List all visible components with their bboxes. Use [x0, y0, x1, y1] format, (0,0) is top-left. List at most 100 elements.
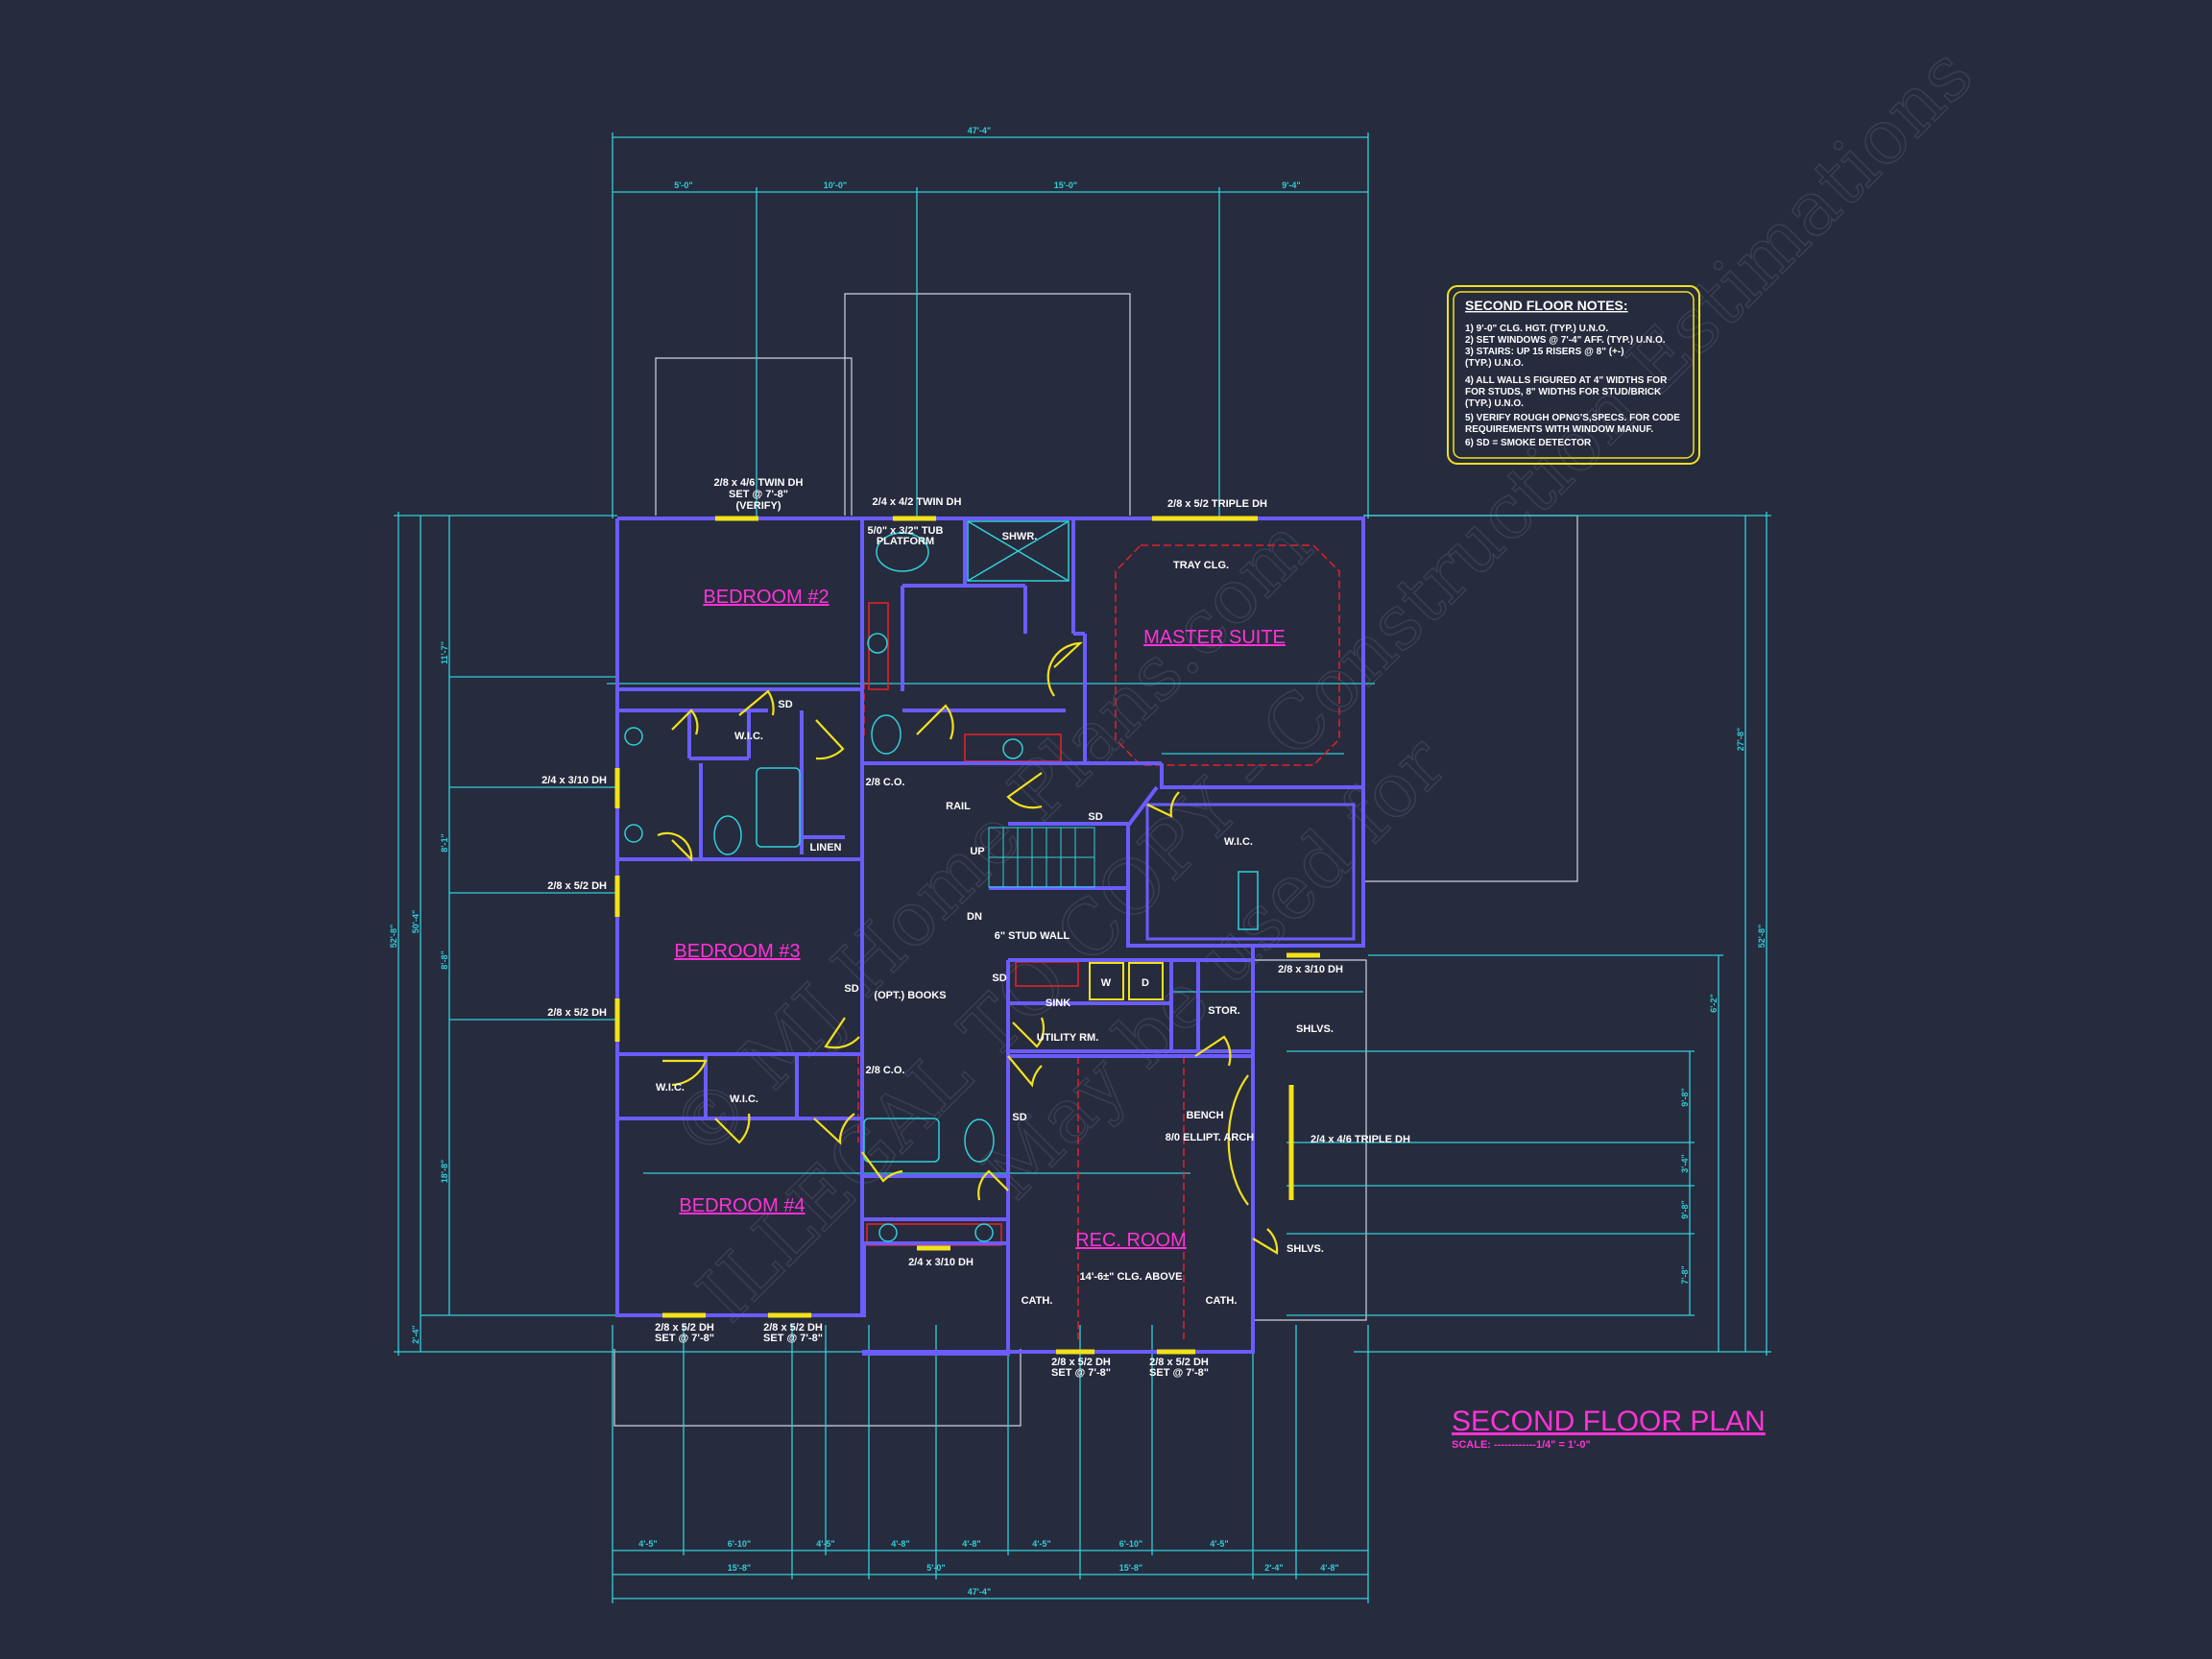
label-tray: TRAY CLG. [1173, 560, 1229, 571]
room-bedroom-4: BEDROOM #4 [679, 1195, 805, 1216]
label-wic-4: W.I.C. [730, 1094, 758, 1105]
fixtures [624, 520, 1259, 1242]
dim-left-4: 18'-8" [440, 1160, 449, 1183]
notes-line-4: (TYP.) U.N.O. [1465, 358, 1524, 369]
label-arch: 8/0 ELLIPT. ARCH [1166, 1132, 1255, 1143]
label-set-b4a: SET @ 7'-8" [655, 1333, 714, 1344]
label-stud-wall: 6" STUD WALL [995, 930, 1070, 942]
label-set-rec-b: SET @ 7'-8" [1149, 1367, 1209, 1379]
label-platform: PLATFORM [877, 536, 934, 547]
label-rail: RAIL [946, 801, 971, 812]
dim-bottom-2-5: 4'-8" [1320, 1563, 1338, 1573]
dim-bottom-1-2: 6'-10" [728, 1539, 751, 1549]
label-washer: W [1101, 977, 1112, 989]
dim-top-1: 5'-0" [674, 180, 692, 190]
label-win-b4b: 2/8 x 5/2 DH [763, 1322, 823, 1334]
label-win-l3: 2/8 x 5/2 DH [547, 1007, 607, 1019]
dim-right-7: 7'-8" [1680, 1265, 1690, 1284]
washer-dryer [1089, 962, 1164, 1000]
dim-bottom-2-4: 2'-4" [1264, 1563, 1283, 1573]
plan-title-block: SECOND FLOOR PLAN SCALE: ------------1/4… [1452, 1406, 1766, 1451]
dim-left-1: 11'-7" [440, 641, 449, 664]
label-stor: STOR. [1208, 1005, 1239, 1017]
label-books: (OPT.) BOOKS [874, 990, 946, 1001]
label-win-b2-set: SET @ 7'-8" [729, 489, 788, 500]
dim-right-2: 52'-8" [1757, 925, 1767, 948]
label-dryer: D [1142, 977, 1149, 989]
dim-bottom-1-3: 4'-5" [816, 1539, 834, 1549]
notes-line-10: 6) SD = SMOKE DETECTOR [1465, 438, 1592, 448]
label-win-b2: 2/8 x 4/6 TWIN DH [714, 477, 804, 489]
label-win-b4a: 2/8 x 5/2 DH [655, 1322, 714, 1334]
label-win-util: 2/8 x 3/10 DH [1278, 964, 1343, 975]
label-co-2: 2/8 C.O. [866, 1065, 905, 1076]
label-win-bath: 2/4 x 4/2 TWIN DH [873, 496, 962, 508]
dim-right-6: 9'-8" [1680, 1200, 1690, 1218]
second-floor-notes: SECOND FLOOR NOTES: 1) 9'-0" CLG. HGT. (… [1447, 285, 1700, 465]
dim-bottom-1-7: 6'-10" [1119, 1539, 1142, 1549]
label-set-rec-a: SET @ 7'-8" [1051, 1367, 1111, 1379]
label-win-rec-b: 2/8 x 5/2 DH [1149, 1357, 1209, 1368]
dim-left-7: 2'-4" [411, 1325, 421, 1343]
label-clg: 14'-6±" CLG. ABOVE [1080, 1271, 1183, 1283]
label-set-b4b: SET @ 7'-8" [763, 1333, 823, 1344]
dim-top-overall: 47'-4" [968, 126, 991, 135]
notes-title: SECOND FLOOR NOTES: [1465, 298, 1628, 313]
dim-top-2: 10'-0" [824, 180, 847, 190]
dim-bottom-1-6: 4'-5" [1032, 1539, 1050, 1549]
label-win-bath2: 2/4 x 3/10 DH [908, 1257, 974, 1268]
annotation-labels: 2/8 x 4/6 TWIN DH SET @ 7'-8" (VERIFY) 2… [541, 477, 1410, 1379]
room-bedroom-2: BEDROOM #2 [703, 587, 829, 608]
dim-right-1: 27'-8" [1736, 728, 1745, 751]
dim-right-3: 6'-2" [1709, 994, 1719, 1012]
stairs [988, 827, 1095, 888]
dim-bottom-1-8: 4'-5" [1210, 1539, 1228, 1549]
notes-line-9: REQUIREMENTS WITH WINDOW MANUF. [1465, 424, 1653, 435]
notes-line-7: (TYP.) U.N.O. [1465, 398, 1524, 409]
label-win-l1: 2/4 x 3/10 DH [541, 775, 607, 786]
label-win-master: 2/8 x 5/2 TRIPLE DH [1167, 498, 1267, 510]
dim-left-6: 50'-4" [411, 910, 421, 933]
dim-right-5: 3'-4" [1680, 1154, 1690, 1172]
dim-bottom-1-5: 4'-8" [962, 1539, 980, 1549]
plan-scale: SCALE: ------------1/4" = 1'-0" [1452, 1439, 1591, 1451]
dim-left-5: 52'-8" [389, 925, 398, 948]
room-names: BEDROOM #2 MASTER SUITE BEDROOM #3 BEDRO… [674, 587, 1285, 1251]
label-wic-3: W.I.C. [656, 1082, 685, 1094]
dim-top-3: 15'-0" [1054, 180, 1077, 190]
label-sd-4: SD [992, 973, 1006, 984]
label-bench: BENCH [1186, 1110, 1223, 1121]
watermark: © MJ Home Plans.com ILLEGAL TO COPY - Co… [654, 31, 1990, 1339]
doors [657, 641, 1279, 1255]
label-dn: DN [967, 911, 982, 923]
label-sd-5: SD [1012, 1112, 1026, 1123]
dim-bottom-overall: 47'-4" [968, 1587, 991, 1597]
label-utility: UTILITY RM. [1037, 1032, 1099, 1044]
notes-line-8: 5) VERIFY ROUGH OPNG'S,SPECS. FOR CODE [1465, 413, 1680, 423]
notes-line-5: 4) ALL WALLS FIGURED AT 4" WIDTHS FOR [1465, 375, 1668, 386]
dim-top-4: 9'-4" [1282, 180, 1300, 190]
label-win-l2: 2/8 x 5/2 DH [547, 880, 607, 892]
dim-bottom-2-3: 15'-8" [1119, 1563, 1142, 1573]
label-cath-1: CATH. [1022, 1295, 1053, 1307]
label-up: UP [970, 846, 984, 857]
label-sd-1: SD [778, 699, 792, 710]
dim-right-4: 9'-8" [1680, 1088, 1690, 1106]
label-co-1: 2/8 C.O. [866, 777, 905, 788]
room-rec-room: REC. ROOM [1075, 1230, 1187, 1251]
label-sd-2: SD [1088, 811, 1102, 823]
label-shlvs-1: SHLVS. [1296, 1023, 1334, 1035]
notes-line-6: FOR STUDS, 8" WIDTHS FOR STUD/BRICK [1465, 387, 1662, 397]
label-shwr: SHWR. [1002, 531, 1038, 542]
label-cath-2: CATH. [1206, 1295, 1238, 1307]
label-win-b2-verify: (VERIFY) [735, 500, 781, 512]
dimension-labels: 47'-4" 5'-0" 10'-0" 15'-0" 9'-4" 4'-5" 6… [389, 126, 1767, 1597]
dim-bottom-2-2: 5'-0" [926, 1563, 945, 1573]
dim-bottom-1-1: 4'-5" [638, 1539, 657, 1549]
label-win-rec-a: 2/8 x 5/2 DH [1051, 1357, 1111, 1368]
label-linen: LINEN [810, 842, 842, 854]
plan-title: SECOND FLOOR PLAN [1452, 1406, 1766, 1437]
dim-bottom-2-1: 15'-8" [728, 1563, 751, 1573]
windows [614, 516, 1320, 1355]
